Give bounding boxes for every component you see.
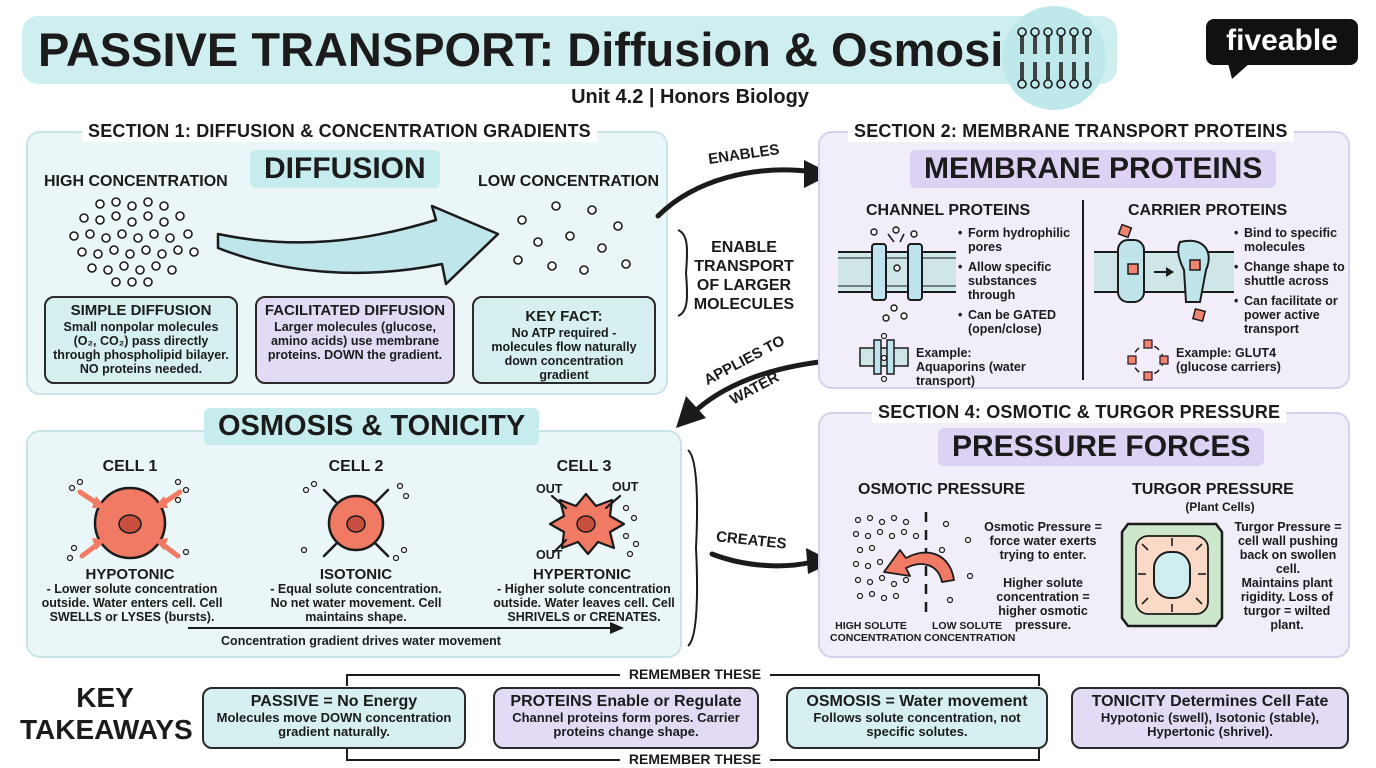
hypertonic-cell [548,492,640,558]
high-solute-label: HIGH SOLUTE CONCENTRATION [830,620,922,644]
channel-bullet-3: Can be GATED (open/close) [958,308,1078,336]
enable-transport-label: ENABLE TRANSPORT OF LARGER MOLECULES [693,239,795,313]
takeaway-osmosis: OSMOSIS = Water movement Follows solute … [786,687,1048,749]
lipid-icon-drawing [1017,27,1092,89]
isotonic-desc: - Equal solute concentration. No net wat… [270,582,442,624]
channel-bullet-2: Allow specific substances through [958,260,1078,302]
section2-heading: SECTION 2: MEMBRANE TRANSPORT PROTEINS [848,121,1294,142]
hypotonic-label: HYPOTONIC [85,566,175,583]
out-label-2: OUT [612,480,639,494]
takeaway-passive-body: Molecules move DOWN concentration gradie… [216,710,452,739]
enable-transport-bracket [677,229,688,317]
aquaporin-icon [859,332,909,383]
gradient-arrow [188,622,624,634]
channel-protein-diagram [838,226,956,322]
key-takeaways-heading: KEY TAKEAWAYS [20,682,193,745]
cell1-name: CELL 1 [102,458,158,475]
carrier-bullet-2: Change shape to shuttle across [1234,260,1346,288]
facilitated-diffusion-body: Larger molecules (glucose, amino acids) … [267,320,443,362]
high-concentration-label: HIGH CONCENTRATION [44,173,228,190]
diffusion-label: DIFFUSION [250,150,440,188]
isotonic-cell [300,480,410,562]
simple-diffusion-box: SIMPLE DIFFUSION Small nonpolar molecule… [44,296,238,384]
out-label-1: OUT [536,482,563,496]
fiveable-logo[interactable] [1206,19,1358,65]
channel-bullets: Form hydrophilic pores Allow specific su… [958,226,1078,342]
carrier-bullets: Bind to specific molecules Change shape … [1234,226,1346,342]
takeaway-tonicity-title: TONICITY Determines Cell Fate [1091,693,1329,710]
low-concentration-molecules [513,201,631,275]
hypotonic-desc: - Lower solute concentration outside. Wa… [41,582,223,624]
carrier-bullet-3: Can facilitate or power active transport [1234,294,1346,336]
section2-divider [1082,200,1084,380]
section4-heading: SECTION 4: OSMOTIC & TURGOR PRESSURE [872,402,1287,423]
brand-name: fiveable [1226,24,1338,57]
channel-bullet-1: Form hydrophilic pores [958,226,1078,254]
takeaway-osmosis-title: OSMOSIS = Water movement [806,693,1028,710]
simple-diffusion-title: SIMPLE DIFFUSION [70,302,212,319]
channel-proteins-title: CHANNEL PROTEINS [866,202,1031,219]
phospholipid-bilayer-icon [1002,6,1106,110]
takeaway-proteins-body: Channel proteins form pores. Carrier pro… [512,710,740,739]
key-fact-title: KEY FACT: [525,308,603,325]
membrane-proteins-label: MEMBRANE PROTEINS [910,150,1277,188]
aquaporin-example: Example: Aquaporins (water transport) [916,346,1026,388]
remember-label-bottom: REMEMBER THESE [620,751,770,767]
cell2-name: CELL 2 [328,458,384,475]
takeaway-tonicity-body: Hypotonic (swell), Isotonic (stable), Hy… [1100,710,1320,739]
osmosis-tonicity-label: OSMOSIS & TONICITY [204,408,540,445]
takeaway-passive-title: PASSIVE = No Energy [250,693,418,710]
turgor-pressure-title: TURGOR PRESSURE [1132,481,1294,498]
takeaway-tonicity: TONICITY Determines Cell Fate Hypotonic … [1071,687,1349,749]
turgor-plant-cell [1120,522,1224,628]
isotonic-label: ISOTONIC [319,566,393,583]
osmotic-pressure-title: OSMOTIC PRESSURE [858,481,1026,498]
turgor-definition: Turgor Pressure = cell wall pushing back… [1234,520,1342,576]
key-fact-body: No ATP required - molecules flow natural… [491,326,637,382]
low-solute-label: LOW SOLUTE CONCENTRATION [924,620,1016,644]
gradient-note: Concentration gradient drives water move… [221,634,501,648]
osmotic-definition: Osmotic Pressure = force water exerts tr… [984,520,1102,562]
osmotic-pressure-diagram [852,512,974,620]
glut4-cycle-icon [1127,339,1169,381]
turgor-subtitle: (Plant Cells) [1185,500,1255,514]
key-fact-box: KEY FACT: No ATP required - molecules fl… [472,296,656,384]
hypotonic-cell [66,478,190,562]
page-title: PASSIVE TRANSPORT: Diffusion & Osmosis [38,23,1030,76]
carrier-proteins-title: CARRIER PROTEINS [1128,202,1288,219]
pressure-forces-label: PRESSURE FORCES [938,428,1265,466]
facilitated-diffusion-box: FACILITATED DIFFUSION Larger molecules (… [255,296,455,384]
hypertonic-label: HYPERTONIC [532,566,632,583]
osmosis-bracket [687,449,699,647]
logo-tail [1228,63,1250,79]
diffusion-arrow [216,204,500,286]
high-concentration-molecules [69,197,199,287]
takeaway-proteins-title: PROTEINS Enable or Regulate [510,693,742,710]
out-label-3: OUT [536,548,563,562]
hypertonic-desc: - Higher solute concentration outside. W… [493,582,675,624]
carrier-bullet-1: Bind to specific molecules [1234,226,1346,254]
remember-label-top: REMEMBER THESE [620,666,770,682]
takeaway-passive: PASSIVE = No Energy Molecules move DOWN … [202,687,466,749]
takeaway-proteins: PROTEINS Enable or Regulate Channel prot… [493,687,759,749]
cell3-name: CELL 3 [556,458,612,475]
simple-diffusion-body: Small nonpolar molecules (O₂, CO₂) pass … [53,320,229,376]
section1-heading: SECTION 1: DIFFUSION & CONCENTRATION GRA… [82,121,597,142]
glut4-example: Example: GLUT4 (glucose carriers) [1176,346,1281,374]
osmotic-note: Higher solute concentration = higher osm… [996,576,1090,632]
page-subtitle: Unit 4.2 | Honors Biology [571,86,809,108]
low-concentration-label: LOW CONCENTRATION [478,173,660,190]
title-banner [22,16,1117,84]
takeaway-osmosis-body: Follows solute concentration, not specif… [813,710,1021,739]
carrier-protein-diagram [1094,223,1234,323]
facilitated-diffusion-title: FACILITATED DIFFUSION [264,302,446,319]
turgor-note: Maintains plant rigidity. Loss of turgor… [1240,576,1334,632]
enables-arrow [655,160,832,219]
